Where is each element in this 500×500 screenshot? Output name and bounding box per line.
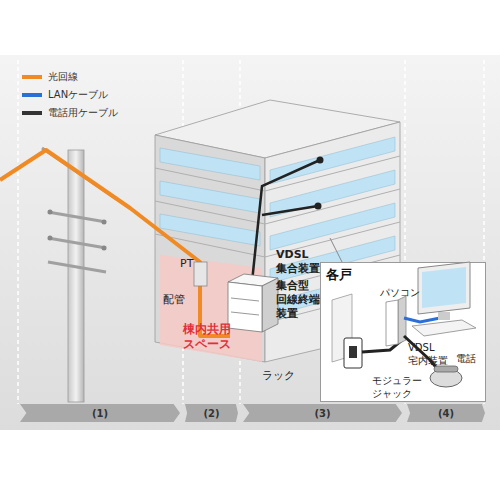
- cable-dot: [315, 203, 322, 210]
- leader-line: [330, 238, 342, 262]
- shared-space-area: [160, 255, 262, 362]
- device-label: VDSL 集合装置: [276, 248, 320, 276]
- legend-swatch: [22, 93, 42, 97]
- chevron-shape: [20, 404, 180, 422]
- callout-number: (4): [438, 408, 454, 419]
- cable-dot: [317, 157, 324, 164]
- jack-label: モジュラー ジャック: [372, 374, 422, 400]
- section-dividers: [18, 60, 484, 404]
- modem-label: VDSL 宅内装置: [408, 341, 448, 367]
- telephone: [430, 366, 462, 387]
- section-band: (3): [243, 404, 402, 422]
- legend-text: 光回線: [48, 70, 78, 84]
- callout-number: (3): [314, 408, 330, 419]
- legend-text: 電話用ケーブル: [48, 106, 118, 120]
- rack-cube: [228, 274, 278, 332]
- utility-pole: [42, 148, 118, 402]
- telephone-riser: [252, 160, 320, 282]
- pt-box: [194, 262, 207, 286]
- pipe-label: 配管: [163, 293, 185, 307]
- legend-text: LANケーブル: [48, 88, 108, 102]
- vdsl-modem: [386, 296, 406, 346]
- section-band: (1): [20, 404, 180, 422]
- chevron-shape: [407, 404, 485, 422]
- modular-jack: [344, 338, 362, 368]
- backdrop: [0, 55, 500, 430]
- section-band: (4): [407, 404, 485, 422]
- pt-label: PT: [180, 257, 193, 271]
- personal-computer: [412, 262, 476, 336]
- callout-number: (2): [203, 408, 219, 419]
- shared-space-label: 棟内共用スペース: [183, 322, 235, 352]
- chevron-shape: [185, 404, 238, 422]
- callout-number: (1): [92, 408, 108, 419]
- chevron-shape: [243, 404, 402, 422]
- device-label: 集合型 回線終端 装置: [276, 279, 320, 321]
- legend-swatch: [22, 75, 42, 79]
- phone-label: 電話: [456, 352, 476, 365]
- lan-cable: [404, 318, 440, 322]
- pc-label: パソコン: [380, 286, 420, 299]
- legend-swatch: [22, 111, 42, 115]
- section-band: (2): [185, 404, 238, 422]
- fiber-line: [0, 150, 230, 336]
- rack-label: ラック: [262, 369, 295, 383]
